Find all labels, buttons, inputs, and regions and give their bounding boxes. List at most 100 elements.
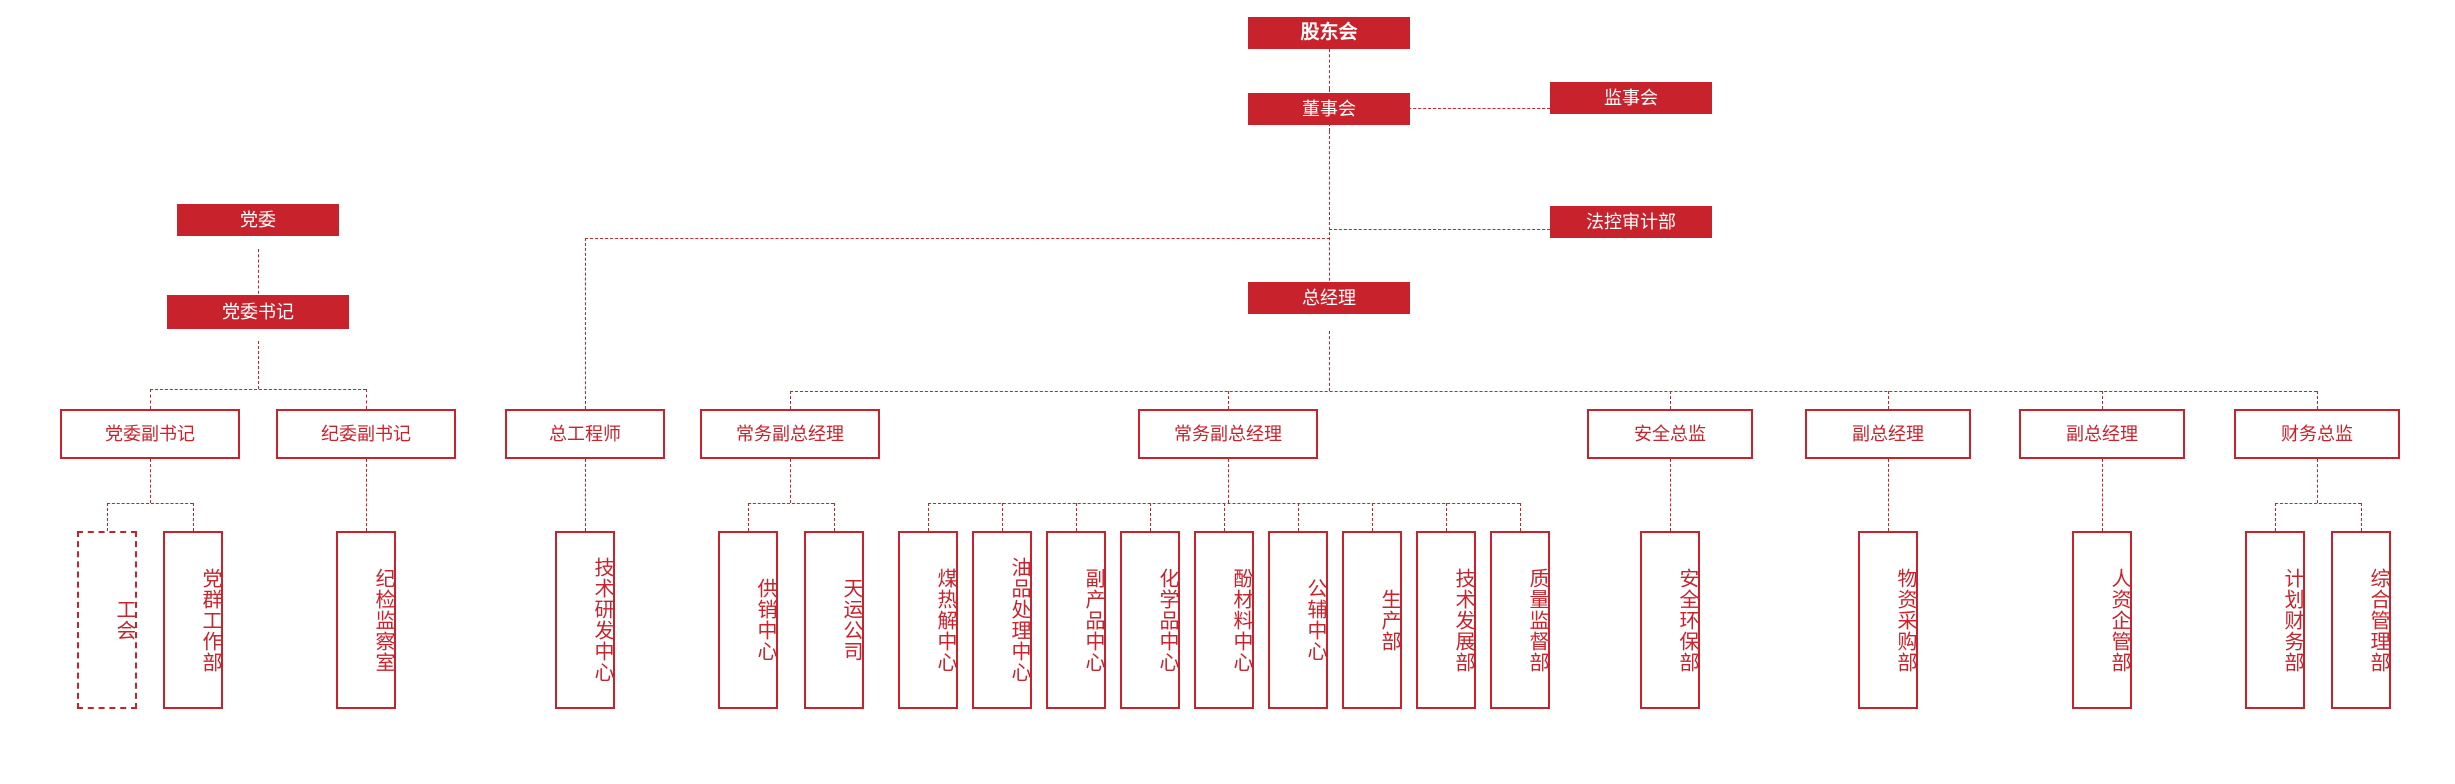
- connector-drop-deputy-gm-2: [2102, 391, 2103, 409]
- connector-drop-production: [1372, 503, 1373, 531]
- node-chief-engineer[interactable]: 总工程师: [505, 409, 665, 459]
- node-coal-pyrolysis-center-label: 煤热解中心: [934, 567, 956, 673]
- node-finance-director-label: 财务总监: [2281, 423, 2353, 444]
- node-shareholders-label: 股东会: [1300, 22, 1358, 44]
- node-general-manager-label: 总经理: [1302, 287, 1356, 308]
- node-board-of-directors-label: 董事会: [1302, 98, 1356, 119]
- node-party-mass-work-dept[interactable]: 党群工作部: [163, 531, 223, 709]
- connector-spine-to-legal-audit: [1329, 229, 1550, 230]
- node-legal-audit-dept[interactable]: 法控审计部: [1550, 206, 1712, 238]
- node-production-dept[interactable]: 生产部: [1342, 531, 1402, 709]
- node-party-secretary-label: 党委书记: [222, 301, 294, 322]
- connector-drop-safety-director: [1670, 391, 1671, 409]
- node-deputy-gm-2-label: 副总经理: [2066, 423, 2138, 444]
- node-production-dept-label: 生产部: [1378, 588, 1400, 652]
- node-quality-supervision-dept-label: 质量监督部: [1526, 567, 1548, 673]
- connector-drop-utilities: [1298, 503, 1299, 531]
- connector-shareholders-to-board: [1329, 49, 1330, 89]
- connector-drop-tech-development: [1446, 503, 1447, 531]
- connector-upper-bus-chief-engineer: [585, 238, 1330, 239]
- connector-drop-party-mass-work: [193, 503, 194, 531]
- connector-drop-deputy-gm-1: [1888, 391, 1889, 409]
- connector-gm-down: [1329, 331, 1330, 391]
- node-supervisory-board-label: 监事会: [1604, 87, 1658, 108]
- connector-drop-phenol: [1224, 503, 1225, 531]
- connector-drop-plan-finance: [2275, 503, 2276, 531]
- node-discipline-deputy-secretary[interactable]: 纪委副书记: [276, 409, 456, 459]
- connector-manager-bus: [790, 391, 2317, 392]
- node-safety-director[interactable]: 安全总监: [1587, 409, 1753, 459]
- node-party-committee[interactable]: 党委: [177, 204, 339, 236]
- node-chemicals-center-label: 化学品中心: [1156, 567, 1178, 673]
- node-deputy-gm-1[interactable]: 副总经理: [1805, 409, 1971, 459]
- node-supervisory-board[interactable]: 监事会: [1550, 82, 1712, 114]
- node-exec-deputy-gm-2[interactable]: 常务副总经理: [1138, 409, 1318, 459]
- node-safety-director-label: 安全总监: [1634, 423, 1706, 444]
- node-hr-enterprise-mgmt-dept-label: 人资企管部: [2108, 567, 2130, 673]
- connector-drop-exec-deputy-gm-1: [790, 391, 791, 409]
- node-quality-supervision-dept[interactable]: 质量监督部: [1490, 531, 1550, 709]
- node-oil-processing-center[interactable]: 油品处理中心: [972, 531, 1032, 709]
- node-shareholders[interactable]: 股东会: [1248, 17, 1410, 49]
- node-coal-pyrolysis-center[interactable]: 煤热解中心: [898, 531, 958, 709]
- node-plan-finance-dept[interactable]: 计划财务部: [2245, 531, 2305, 709]
- node-party-secretary[interactable]: 党委书记: [167, 295, 349, 329]
- node-tech-development-dept-label: 技术发展部: [1452, 567, 1474, 673]
- node-utilities-center[interactable]: 公辅中心: [1268, 531, 1328, 709]
- node-chemicals-center[interactable]: 化学品中心: [1120, 531, 1180, 709]
- node-hr-enterprise-mgmt-dept[interactable]: 人资企管部: [2072, 531, 2132, 709]
- node-byproduct-center[interactable]: 副产品中心: [1046, 531, 1106, 709]
- node-finance-director[interactable]: 财务总监: [2234, 409, 2400, 459]
- node-party-mass-work-dept-label: 党群工作部: [199, 567, 221, 673]
- connector-exec-deputy-1-bus: [748, 503, 834, 504]
- connector-drop-quality-supervision: [1520, 503, 1521, 531]
- connector-drop-discipline-deputy-secretary: [366, 389, 367, 409]
- node-labor-union-label: 工会: [113, 599, 135, 641]
- connector-drop-coal-pyrolysis: [928, 503, 929, 531]
- node-party-deputy-secretary-label: 党委副书记: [105, 423, 195, 444]
- connector-party-deputy-secretary-down: [150, 459, 151, 503]
- connector-drop-oil-processing: [1002, 503, 1003, 531]
- node-deputy-gm-2[interactable]: 副总经理: [2019, 409, 2185, 459]
- node-party-deputy-secretary[interactable]: 党委副书记: [60, 409, 240, 459]
- node-labor-union[interactable]: 工会: [77, 531, 137, 709]
- connector-drop-tianyun: [834, 503, 835, 531]
- connector-deputy-1-to-dept: [1888, 459, 1889, 531]
- node-board-of-directors[interactable]: 董事会: [1248, 93, 1410, 125]
- node-tianyun-company[interactable]: 天运公司: [804, 531, 864, 709]
- node-general-manager[interactable]: 总经理: [1248, 282, 1410, 314]
- node-discipline-inspection-office[interactable]: 纪检监察室: [336, 531, 396, 709]
- connector-finance-down: [2317, 459, 2318, 503]
- node-safety-environment-dept[interactable]: 安全环保部: [1640, 531, 1700, 709]
- connector-exec-deputy-1-down: [790, 459, 791, 503]
- connector-spine-to-supervisory: [1329, 108, 1550, 109]
- connector-drop-labor-union: [107, 503, 108, 531]
- node-materials-procurement-dept[interactable]: 物资采购部: [1858, 531, 1918, 709]
- connector-drop-party-deputy-secretary: [150, 389, 151, 409]
- node-phenol-materials-center-label: 酚材料中心: [1230, 567, 1252, 673]
- node-tech-development-dept[interactable]: 技术发展部: [1416, 531, 1476, 709]
- node-utilities-center-label: 公辅中心: [1304, 578, 1326, 662]
- node-general-mgmt-dept-label: 综合管理部: [2367, 567, 2389, 673]
- node-tech-rd-center[interactable]: 技术研发中心: [555, 531, 615, 709]
- node-legal-audit-dept-label: 法控审计部: [1586, 211, 1676, 232]
- node-party-committee-label: 党委: [240, 209, 276, 230]
- node-exec-deputy-gm-2-label: 常务副总经理: [1174, 423, 1282, 444]
- connector-discipline-to-office: [366, 459, 367, 531]
- node-phenol-materials-center[interactable]: 酚材料中心: [1194, 531, 1254, 709]
- node-plan-finance-dept-label: 计划财务部: [2281, 567, 2303, 673]
- node-general-mgmt-dept[interactable]: 综合管理部: [2331, 531, 2391, 709]
- connector-finance-bus: [2275, 503, 2361, 504]
- node-exec-deputy-gm-1-label: 常务副总经理: [736, 423, 844, 444]
- node-chief-engineer-label: 总工程师: [549, 423, 621, 444]
- node-oil-processing-center-label: 油品处理中心: [1008, 557, 1030, 683]
- node-tech-rd-center-label: 技术研发中心: [591, 557, 613, 683]
- connector-drop-byproduct: [1076, 503, 1077, 531]
- node-exec-deputy-gm-1[interactable]: 常务副总经理: [700, 409, 880, 459]
- connector-drop-general-mgmt: [2361, 503, 2362, 531]
- connector-drop-supply-sales: [748, 503, 749, 531]
- connector-exec-deputy-2-down: [1228, 459, 1229, 503]
- connector-drop-finance-director: [2317, 391, 2318, 409]
- node-byproduct-center-label: 副产品中心: [1082, 567, 1104, 673]
- node-supply-sales-center[interactable]: 供销中心: [718, 531, 778, 709]
